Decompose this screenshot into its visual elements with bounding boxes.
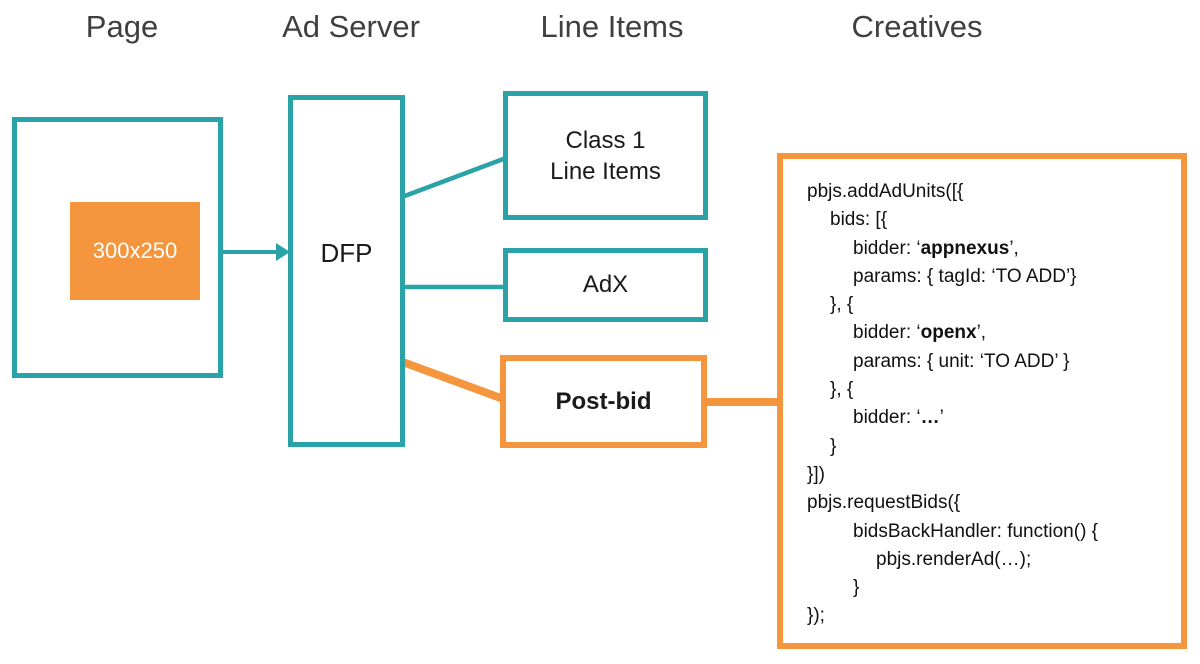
code-line: params: { tagId: ‘TO ADD’}: [853, 265, 1077, 287]
code-line: pbjs.renderAd(…);: [876, 548, 1032, 570]
code-line: bidder: ‘openx’,: [853, 322, 987, 344]
column-header-creatives: Creatives: [851, 9, 983, 44]
dfp-label: DFP: [320, 237, 373, 268]
connector-dfp-postbid: [398, 357, 508, 404]
arrowhead-icon: [276, 243, 290, 261]
class1-label-line1: Class 1: [565, 126, 646, 154]
code-line: }, {: [830, 294, 854, 316]
class1-label-line2: Line Items: [550, 157, 661, 185]
code-line: params: { unit: ‘TO ADD’ }: [853, 350, 1070, 372]
ad-slot-label: 300x250: [92, 238, 178, 263]
code-line: });: [807, 605, 825, 627]
adx-box: AdX: [503, 248, 708, 322]
column-header-page: Page: [85, 9, 159, 44]
class1-label: Class 1 Line Items: [550, 125, 661, 187]
postbid-label: Post-bid: [555, 387, 652, 415]
code-line: pbjs.requestBids({: [807, 492, 961, 514]
code-line: }, {: [830, 379, 854, 401]
code-line: bidder: ‘appnexus’,: [853, 237, 1019, 259]
connector-dfp-class1: [401, 155, 507, 200]
column-header-line-items: Line Items: [540, 9, 684, 44]
dfp-box: DFP: [288, 95, 405, 447]
ad-slot-300x250: 300x250: [70, 202, 200, 300]
code-line: bidsBackHandler: function() {: [853, 520, 1099, 542]
code-line: }: [830, 435, 837, 457]
code-line: }]): [807, 463, 825, 485]
column-header-ad-server: Ad Server: [282, 9, 420, 44]
code-line: bids: [{: [830, 209, 888, 231]
code-line: pbjs.addAdUnits([{: [807, 181, 964, 202]
code-line: }: [853, 577, 860, 599]
postbid-box: Post-bid: [500, 355, 707, 448]
class1-line-items-box: Class 1 Line Items: [503, 91, 708, 220]
code-block: pbjs.addAdUnits([{ bids: [{ bidder: ‘appne…: [807, 178, 1171, 631]
adx-label: AdX: [582, 271, 629, 298]
creatives-code-box: pbjs.addAdUnits([{ bids: [{ bidder: ‘appne…: [777, 153, 1187, 649]
code-line: bidder: ‘…’: [853, 407, 944, 429]
